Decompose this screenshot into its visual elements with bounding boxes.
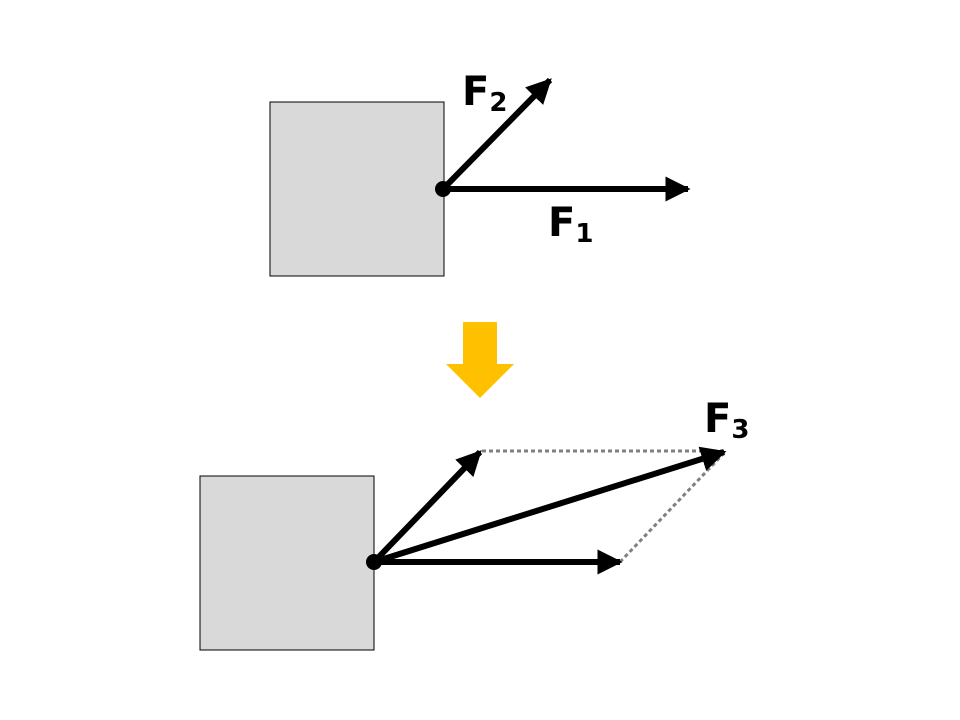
bottom-force-f2-vector bbox=[371, 449, 483, 565]
f1-letter: F bbox=[548, 200, 575, 246]
f2-subscript: 2 bbox=[489, 88, 507, 118]
bottom-block bbox=[199, 475, 375, 651]
down-arrow-icon bbox=[446, 322, 514, 398]
top-f1-label: F1 bbox=[548, 200, 593, 249]
top-application-point bbox=[435, 181, 451, 197]
f3-subscript: 3 bbox=[731, 415, 749, 445]
bottom-application-point bbox=[366, 554, 382, 570]
top-force-f2-vector bbox=[440, 77, 553, 192]
top-diagram: F2 F1 bbox=[269, 69, 691, 277]
bottom-f3-label: F3 bbox=[704, 396, 749, 445]
f3-letter: F bbox=[704, 396, 731, 442]
bottom-resultant-f3-vector bbox=[373, 446, 727, 565]
f2-letter: F bbox=[462, 69, 489, 115]
bottom-diagram: F3 bbox=[199, 396, 749, 651]
top-block bbox=[269, 101, 445, 277]
top-f2-label: F2 bbox=[462, 69, 507, 118]
transition-arrow bbox=[446, 322, 514, 398]
f1-subscript: 1 bbox=[575, 219, 593, 249]
